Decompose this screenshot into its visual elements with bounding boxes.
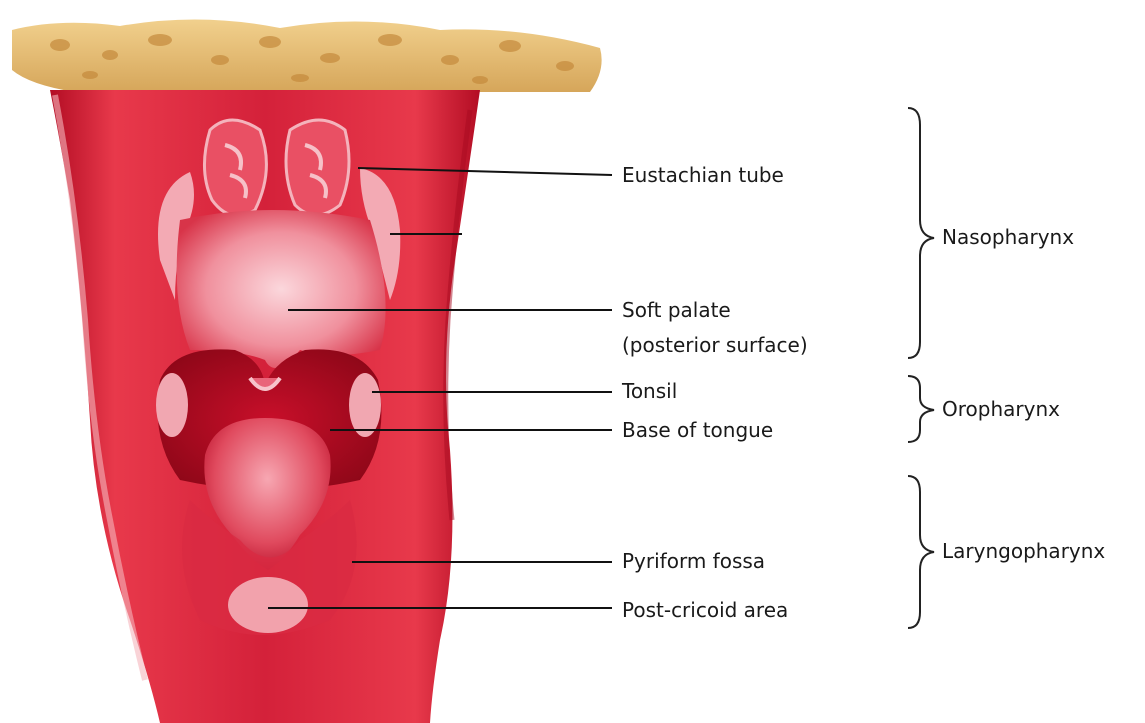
soft-palate [177, 210, 386, 368]
label-eustachian-tube: Eustachian tube [622, 162, 784, 188]
brace-nasopharynx [908, 108, 934, 358]
region-laryngopharynx: Laryngopharynx [942, 538, 1105, 564]
post-cricoid [228, 577, 308, 633]
brace-laryngopharynx [908, 476, 934, 628]
tonsil-left [156, 373, 188, 437]
label-post-cricoid-area: Post-cricoid area [622, 597, 788, 623]
brace-oropharynx [908, 376, 934, 442]
label-base-of-tongue: Base of tongue [622, 417, 773, 443]
skull-base-bone [12, 19, 602, 92]
label-pyriform-fossa: Pyriform fossa [622, 548, 765, 574]
region-oropharynx: Oropharynx [942, 396, 1060, 422]
label-tonsil: Tonsil [622, 378, 677, 404]
label-soft-palate-detail: (posterior surface) [622, 332, 808, 358]
label-soft-palate: Soft palate [622, 297, 731, 323]
region-nasopharynx: Nasopharynx [942, 224, 1074, 250]
tonsil-right [349, 373, 381, 437]
